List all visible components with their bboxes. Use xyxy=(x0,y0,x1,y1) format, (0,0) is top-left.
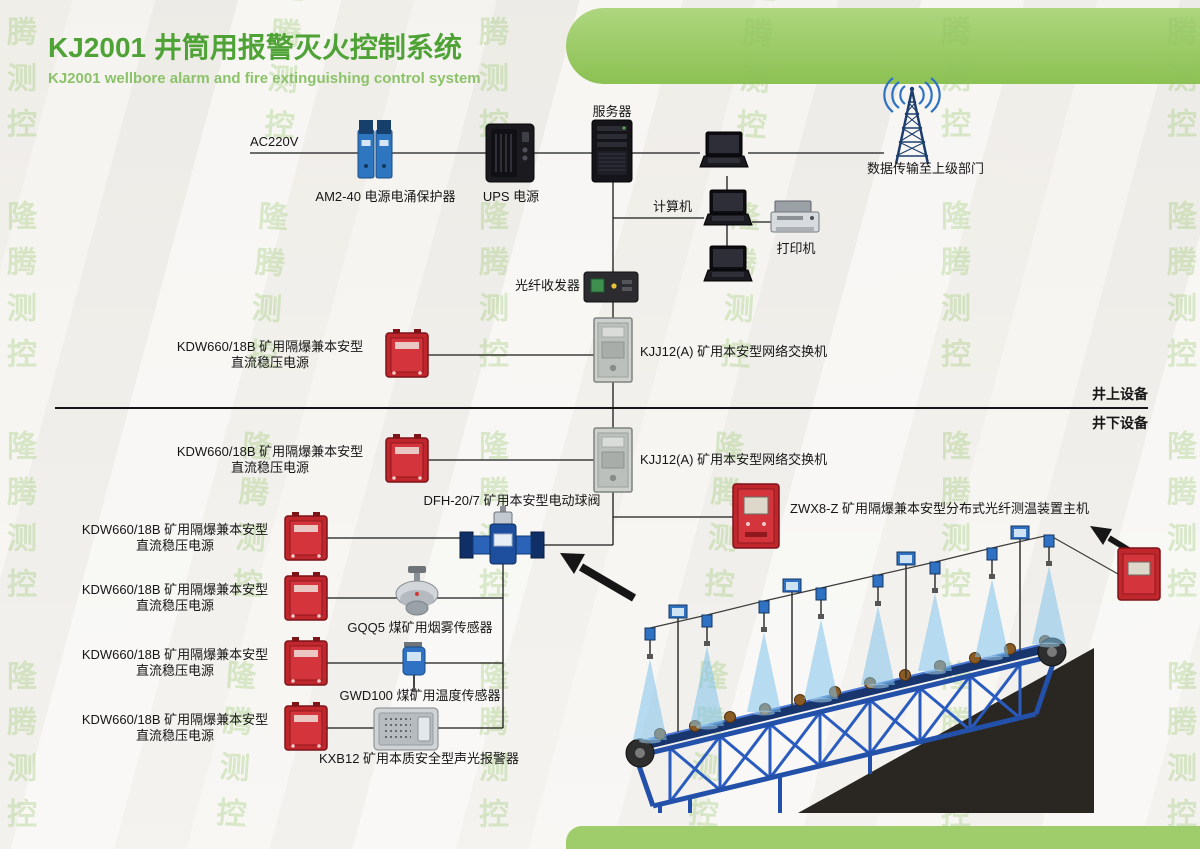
label-ac220v: AC220V xyxy=(250,134,299,149)
sound-light-alarm-icon xyxy=(373,707,439,751)
label-network-switch-surface: KJJ12(A) 矿用本安型网络交换机 xyxy=(640,344,828,359)
field-junction-icon xyxy=(1117,547,1161,601)
label-power-supply: KDW660/18B 矿用隔爆兼本安型直流稳压电源 xyxy=(81,712,269,743)
truss-chords xyxy=(632,652,1059,809)
power-box-icon xyxy=(284,511,328,561)
power-box-icon xyxy=(284,636,328,686)
line-sensor-boxes xyxy=(644,534,1055,641)
laptop-icon xyxy=(703,245,753,282)
power-box-icon xyxy=(284,571,328,621)
label-power-supply: KDW660/18B 矿用隔爆兼本安型直流稳压电源 xyxy=(81,522,269,553)
fiber-host-icon xyxy=(732,483,780,549)
temp-sensor-icon xyxy=(402,642,426,693)
sprinkler-stations xyxy=(649,547,1050,654)
header-green-banner xyxy=(566,8,1200,84)
label-valve: DFH-20/7 矿用本安型电动球阀 xyxy=(423,493,601,508)
label-underground-zone: 井下设备 xyxy=(1092,415,1148,431)
spray-icons xyxy=(633,566,1066,740)
ups-icon xyxy=(485,123,535,183)
sprinkler-nozzles xyxy=(647,561,1052,659)
valve-icon xyxy=(459,506,545,565)
line-monitor-units xyxy=(668,525,1030,732)
truss-bracing xyxy=(668,663,1022,803)
label-uplink: 数据传输至上级部门 xyxy=(866,161,984,176)
printer-icon xyxy=(770,200,820,233)
antenna-icon xyxy=(883,77,941,165)
page-subtitle: KJ2001 wellbore alarm and fire extinguis… xyxy=(48,70,481,87)
label-power-supply: KDW660/18B 矿用隔爆兼本安型直流稳压电源 xyxy=(81,582,269,613)
connector-lines xyxy=(250,152,884,729)
surface-underground-divider xyxy=(55,407,1148,409)
label-computer: 计算机 xyxy=(653,199,693,214)
label-fiber-converter: 光纤收发器 xyxy=(514,278,580,293)
label-temp-sensor: GWD100 煤矿用温度传感器 xyxy=(339,688,501,703)
footer-green-banner xyxy=(566,826,1200,849)
label-power-supply: KDW660/18B 矿用隔爆兼本安型直流稳压电源 xyxy=(176,444,364,475)
label-alarm: KXB12 矿用本质安全型声光报警器 xyxy=(318,751,520,766)
label-surface-zone: 井上设备 xyxy=(1092,386,1148,402)
label-server: 服务器 xyxy=(592,104,632,119)
label-ups: UPS 电源 xyxy=(482,189,540,204)
power-box-icon xyxy=(385,433,429,483)
spray-splashes xyxy=(639,642,1060,744)
switch-icon xyxy=(593,317,633,383)
smoke-sensor-icon xyxy=(395,566,439,616)
switch-icon xyxy=(593,427,633,493)
power-box-icon xyxy=(284,701,328,751)
label-power-supply: KDW660/18B 矿用隔爆兼本安型直流稳压电源 xyxy=(81,647,269,678)
label-surge-protector: AM2-40 电源电涌保护器 xyxy=(315,189,456,204)
conveyor-illustration xyxy=(625,525,1119,813)
label-fiber-temp-host: ZWX8-Z 矿用隔爆兼本安型分布式光纤测温装置主机 xyxy=(790,501,1089,516)
page-title: KJ2001 井筒用报警灭火控制系统 xyxy=(48,32,462,63)
truss-legs xyxy=(658,754,872,813)
label-smoke-sensor: GQQ5 煤矿用烟雾传感器 xyxy=(347,620,493,635)
fiber-converter-icon xyxy=(583,271,639,303)
surge-protector-icon xyxy=(357,120,393,179)
label-power-supply: KDW660/18B 矿用隔爆兼本安型直流稳压电源 xyxy=(176,339,364,370)
laptop-icon xyxy=(703,189,753,226)
power-box-icon xyxy=(385,328,429,378)
belt xyxy=(631,641,1058,753)
laptop-icon xyxy=(699,131,749,168)
label-network-switch-underground: KJJ12(A) 矿用本安型网络交换机 xyxy=(640,452,828,467)
server-icon xyxy=(591,119,633,183)
label-printer: 打印机 xyxy=(776,241,816,256)
